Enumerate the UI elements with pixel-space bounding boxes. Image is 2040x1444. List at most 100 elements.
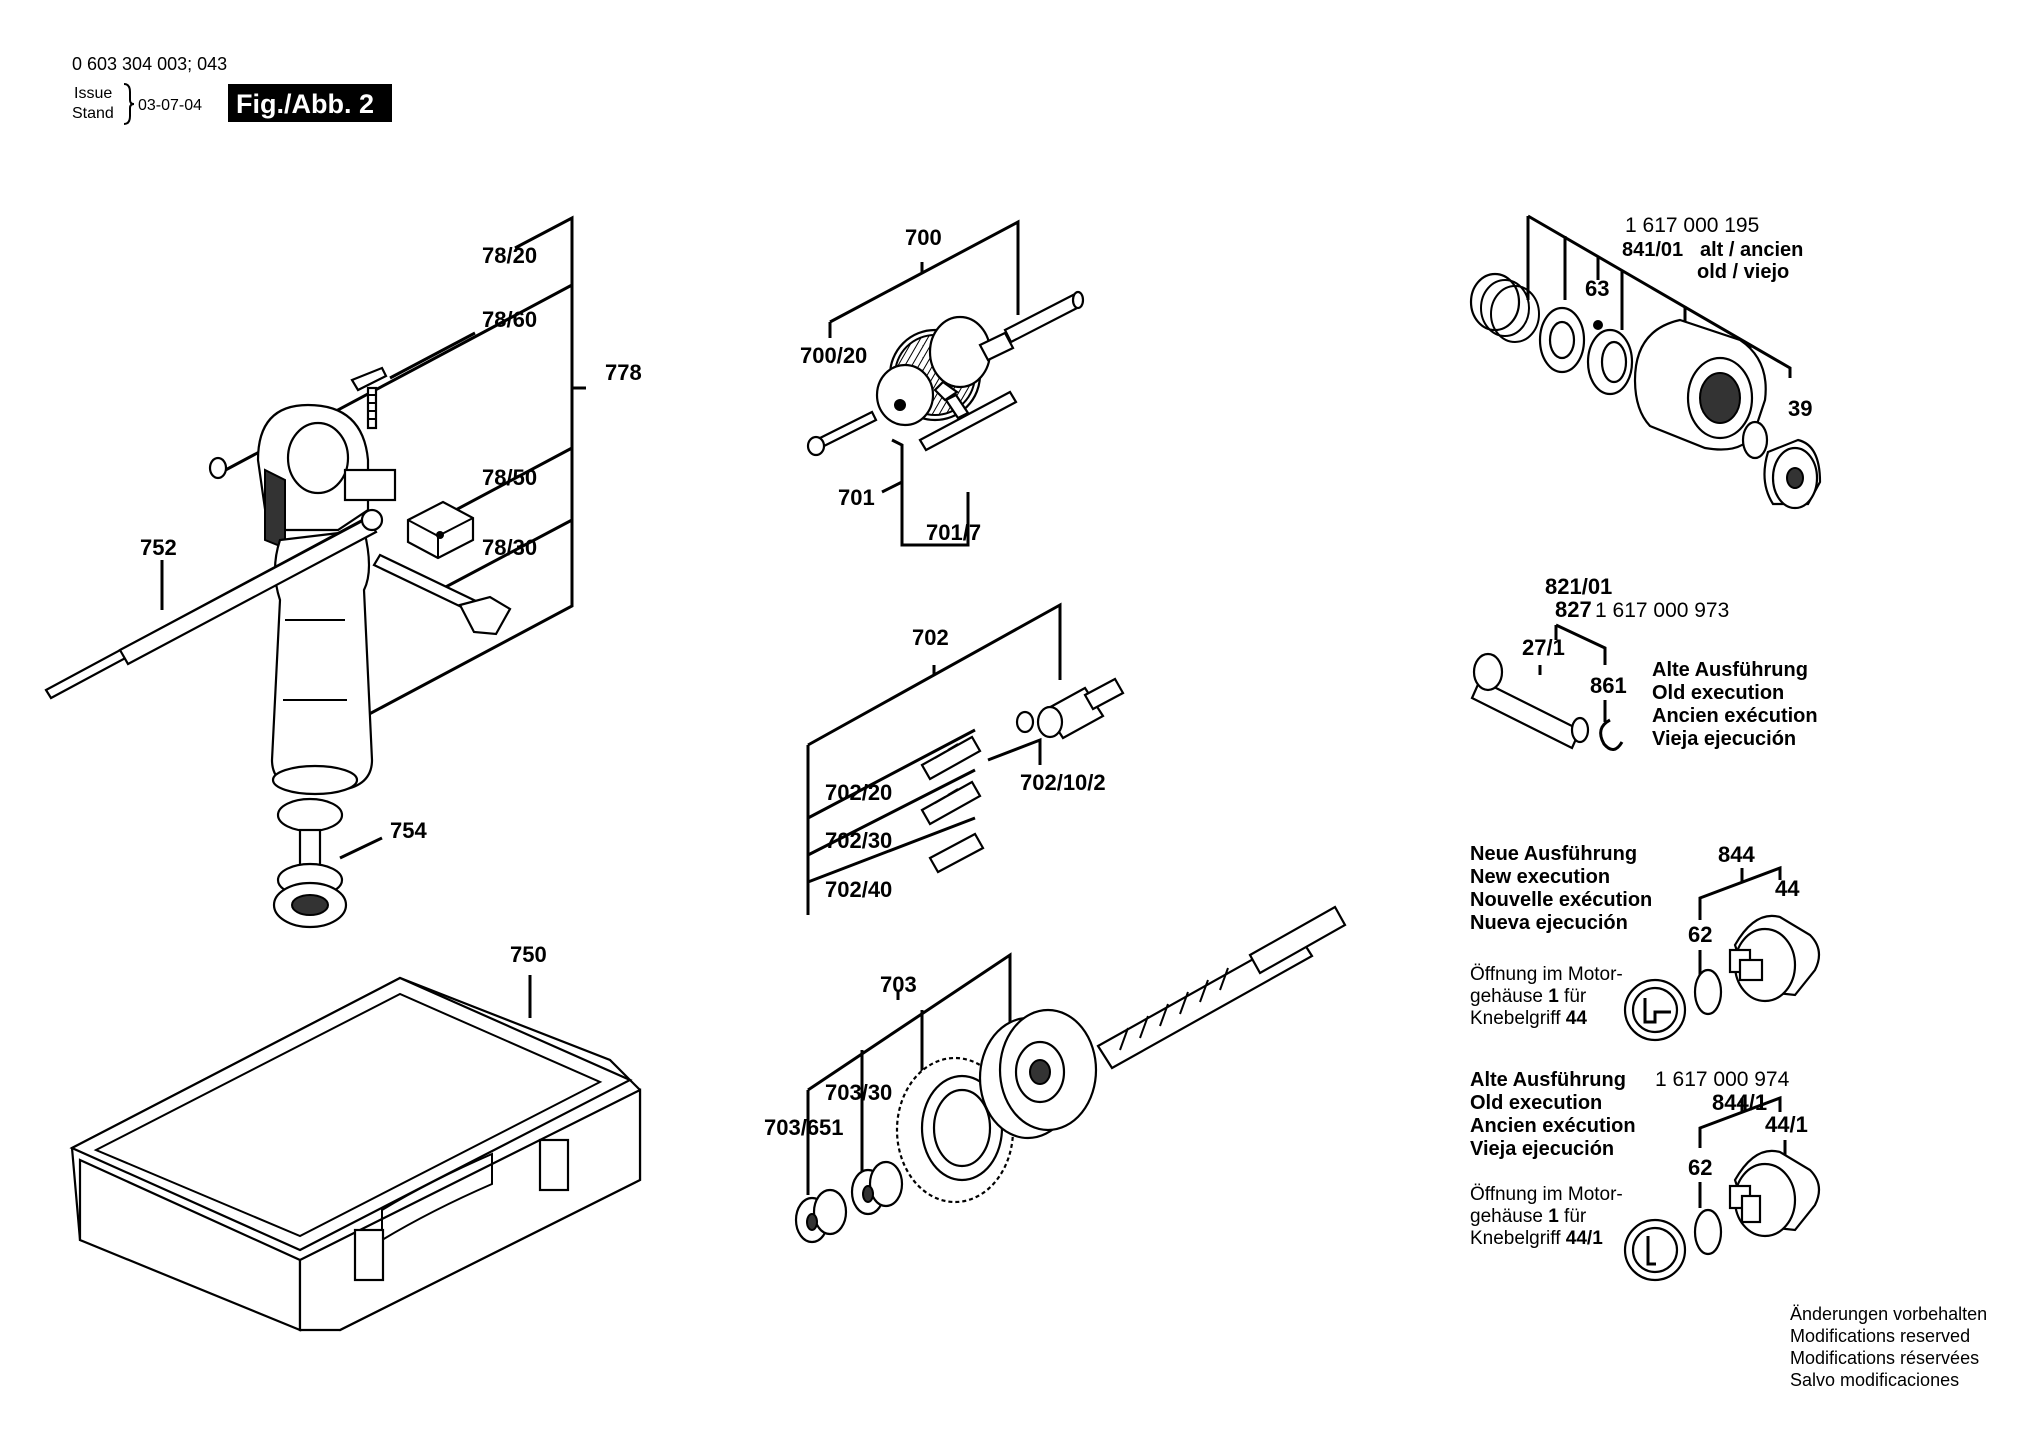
- bracket-195: [1527, 214, 1792, 378]
- group-844-1: Alte Ausführung Old execution Ancien exé…: [1470, 1068, 1821, 1282]
- header-part-numbers: 0 603 304 003; 043: [72, 54, 227, 74]
- dust-cap-703: [978, 1008, 1098, 1140]
- bit-group-702: 702 702/20 702/30 702/40 702/10/2: [806, 602, 1125, 915]
- label-702-10-2: 702/10/2: [1020, 770, 1106, 795]
- opening-2-line2c: für: [1559, 1206, 1587, 1227]
- label-703: 703: [880, 972, 917, 997]
- new-exec-es: Nueva ejecución: [1470, 912, 1628, 934]
- new-exec-de: Neue Ausführung: [1470, 843, 1637, 865]
- label-844: 844: [1718, 842, 1755, 867]
- cap-39: [1763, 438, 1822, 510]
- old-exec-1-de: Alte Ausführung: [1652, 659, 1808, 681]
- label-752: 752: [140, 535, 177, 560]
- old-exec-2-de: Alte Ausführung: [1470, 1069, 1626, 1091]
- carry-case-750: 750: [69, 942, 642, 1332]
- label-701: 701: [838, 485, 875, 510]
- label-78-20: 78/20: [482, 243, 537, 268]
- opening-1-line2b: 1: [1548, 986, 1559, 1007]
- screwdriver-bit-702-20: [920, 735, 982, 781]
- opening-2-line2b: 1: [1548, 1206, 1559, 1227]
- leader-78-30: [439, 518, 573, 592]
- label-44-1: 44/1: [1765, 1112, 1808, 1137]
- leader-702-10-2: [987, 737, 1042, 765]
- guard-sleeve-841-01: [1633, 318, 1767, 451]
- label-701-7: 701/7: [926, 520, 981, 545]
- group-827: 821/01 827 1 617 000 973 27/1 861 Alte A…: [1470, 574, 1818, 751]
- wing-screw-78-30: [372, 553, 512, 636]
- svg-text:gehäuse 1 für: gehäuse 1 für: [1470, 986, 1587, 1007]
- label-861: 861: [1590, 673, 1627, 698]
- figure-label-box: [228, 84, 392, 122]
- toggle-handle-44-1: [1728, 1149, 1821, 1238]
- label-1617000973: 1 617 000 973: [1595, 599, 1729, 622]
- spring: [1469, 272, 1540, 343]
- bracket-702: [806, 602, 1062, 915]
- brace: [123, 83, 135, 125]
- label-827: 827: [1555, 597, 1592, 622]
- circlip-861: [1599, 718, 1624, 751]
- label-702-30: 702/30: [825, 828, 892, 853]
- footer-en: Modifications reserved: [1790, 1326, 1970, 1346]
- case-latch-right: [538, 1138, 570, 1192]
- aux-handle-grip: [270, 528, 374, 796]
- header: 0 603 304 003; 043 Issue Stand 03-07-04 …: [72, 54, 392, 125]
- pin-27-1: [1470, 652, 1590, 750]
- square-nut-78-50: [406, 500, 475, 560]
- bracket-844: [1698, 865, 1782, 920]
- new-exec-en: New execution: [1470, 866, 1610, 888]
- opening-1-line2c: für: [1559, 986, 1587, 1007]
- sds-adapter: [978, 290, 1085, 362]
- bracket-844-1: [1698, 1095, 1782, 1148]
- bit-holder-702-10: [1015, 677, 1125, 740]
- svg-text:Knebelgriff 44: Knebelgriff 44: [1470, 1008, 1587, 1029]
- label-703-651: 703/651: [764, 1115, 844, 1140]
- label-844-1: 844/1: [1712, 1090, 1767, 1115]
- old-exec-1-fr: Ancien exécution: [1652, 705, 1818, 727]
- label-702-40: 702/40: [825, 877, 892, 902]
- label-62b: 62: [1688, 1155, 1712, 1180]
- old-exec-2-es: Vieja ejecución: [1470, 1138, 1614, 1160]
- old-exec-2-fr: Ancien exécution: [1470, 1115, 1636, 1137]
- svg-text:gehäuse 1 für: gehäuse 1 für: [1470, 1206, 1587, 1227]
- footer: Änderungen vorbehalten Modifications res…: [1790, 1304, 1987, 1390]
- label-821-01: 821/01: [1545, 574, 1612, 599]
- label-78-30: 78/30: [482, 535, 537, 560]
- opening-2-line3a: Knebelgriff: [1470, 1228, 1566, 1249]
- drill-chuck-700: [875, 315, 992, 427]
- bracket-701: [891, 438, 970, 547]
- footer-fr: Modifications réservées: [1790, 1348, 1979, 1368]
- label-39: 39: [1788, 396, 1812, 421]
- screwdriver-bit-702-30: [920, 780, 982, 826]
- case-latch-left: [353, 1228, 385, 1282]
- label-44: 44: [1775, 876, 1800, 901]
- label-alt-ancien: alt / ancien: [1700, 239, 1803, 261]
- washer-78-20: [208, 456, 228, 480]
- opening-1-line1: Öffnung im Motor-: [1470, 964, 1623, 985]
- aux-handle-ring: [256, 403, 397, 550]
- wing-bolt-78-60: [350, 366, 388, 430]
- group-844: Neue Ausführung New execution Nouvelle e…: [1470, 842, 1821, 1042]
- svg-text:Knebelgriff 44/1: Knebelgriff 44/1: [1470, 1228, 1603, 1249]
- bracket-700: [829, 219, 1020, 324]
- chuck-key-701: [918, 380, 1018, 452]
- label-702-20: 702/20: [825, 780, 892, 805]
- toggle-handle-44: [1728, 914, 1821, 1003]
- aux-handle-group: 78/20 78/60 778 78/50 78/30: [44, 215, 642, 929]
- label-754: 754: [390, 818, 427, 843]
- circlip-67: [1741, 420, 1769, 460]
- label-78-50: 78/50: [482, 465, 537, 490]
- leaders-195: [1526, 216, 1752, 410]
- rubber-cap-703-651: [794, 1188, 848, 1244]
- motor-housing-opening-2: [1623, 1218, 1687, 1282]
- header-issue-label: Issue: [74, 85, 112, 102]
- label-1617000195: 1 617 000 195: [1625, 214, 1759, 237]
- label-700-20: 700/20: [800, 343, 867, 368]
- opening-1-line3b: 44: [1566, 1008, 1588, 1029]
- label-703-30: 703/30: [825, 1080, 892, 1105]
- bracket-703: [806, 952, 1012, 1140]
- case-handle: [381, 1152, 493, 1242]
- new-exec-fr: Nouvelle exécution: [1470, 889, 1652, 911]
- label-27-1: 27/1: [1522, 635, 1565, 660]
- opening-1-line3a: Knebelgriff: [1470, 1008, 1566, 1029]
- snap-ring: [1586, 328, 1634, 396]
